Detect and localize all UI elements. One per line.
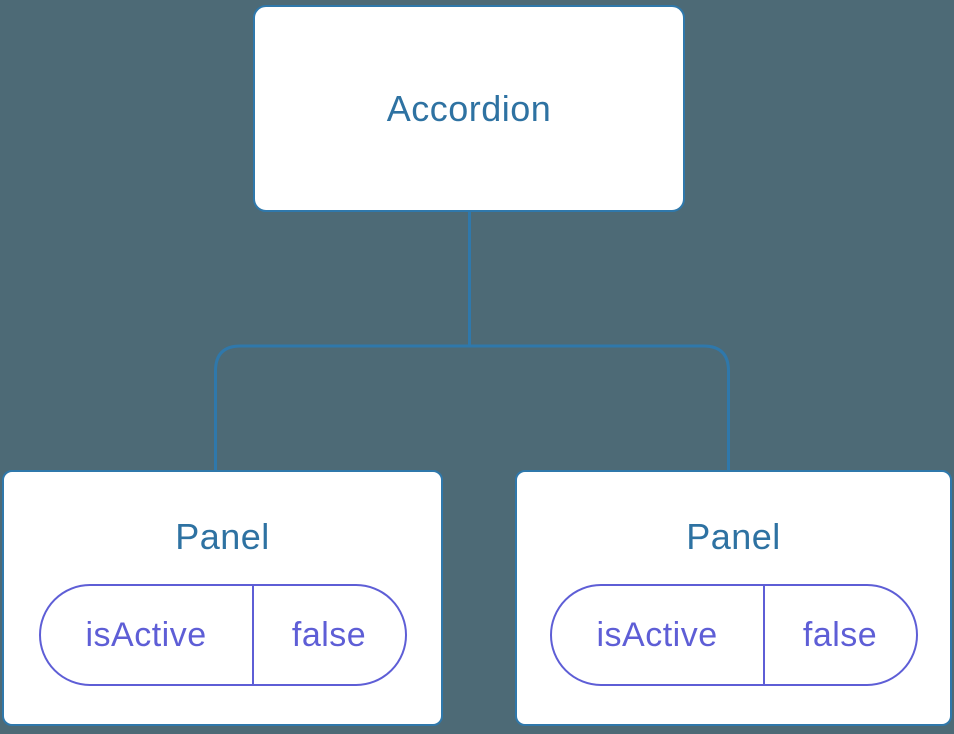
component-node-accordion: Accordion — [253, 5, 685, 212]
panel-2-state-pill: isActive false — [549, 584, 918, 687]
component-node-panel-1: Panel isActive false — [2, 470, 443, 726]
panel-1-label: Panel — [175, 516, 270, 557]
state-key: isActive — [41, 586, 254, 685]
panel-1-state-pill: isActive false — [38, 584, 407, 687]
state-value: false — [291, 615, 367, 654]
connector-bracket — [214, 344, 730, 471]
panel-2-label: Panel — [686, 516, 781, 557]
state-key: isActive — [552, 586, 765, 685]
accordion-node-label: Accordion — [386, 87, 552, 129]
component-node-panel-2: Panel isActive false — [515, 470, 952, 726]
state-value: false — [802, 615, 878, 654]
